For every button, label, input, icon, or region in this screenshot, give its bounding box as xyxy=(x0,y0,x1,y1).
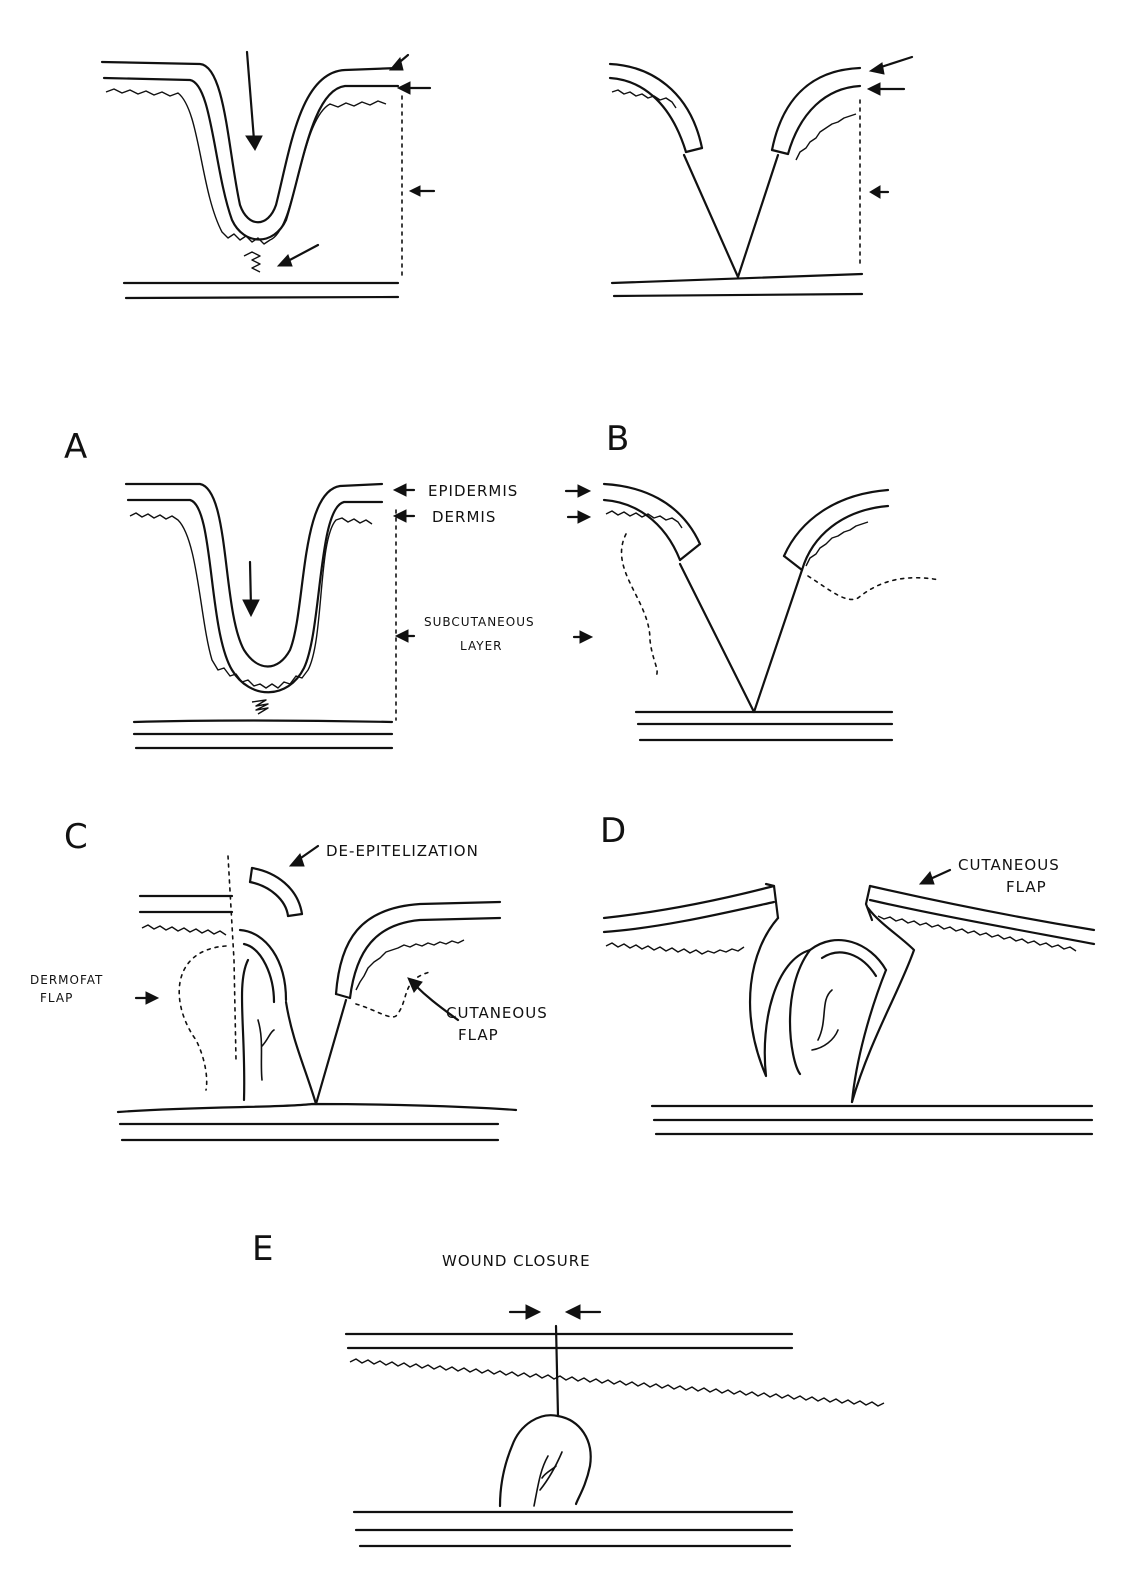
subcutaneous-label-line1: SUBCUTANEOUS xyxy=(424,615,535,629)
panel-label-b: B xyxy=(606,419,630,459)
epidermis-label: EPIDERMIS xyxy=(428,482,518,500)
subcutaneous-label-line2: LAYER xyxy=(460,639,503,653)
panel-a-sketch xyxy=(126,484,396,748)
panel-label-a: A xyxy=(64,427,88,467)
dermofat-label-line1: DERMOFAT xyxy=(30,973,103,987)
panel-c-sketch xyxy=(118,846,516,1140)
dermis-label: DERMIS xyxy=(432,508,496,526)
wound-closure-label: WOUND CLOSURE xyxy=(442,1252,591,1270)
cutaneous-flap-d-label-line1: CUTANEOUS xyxy=(958,856,1060,874)
dermofat-label-line2: FLAP xyxy=(40,991,73,1005)
cutaneous-flap-c-label-line2: FLAP xyxy=(458,1026,499,1044)
top-left-sketch xyxy=(102,52,434,298)
panel-label-c: C xyxy=(64,817,89,857)
cutaneous-flap-c-label-line1: CUTANEOUS xyxy=(446,1004,548,1022)
cutaneous-flap-d-label-line2: FLAP xyxy=(1006,878,1047,896)
de-epitelization-label: DE-EPITELIZATION xyxy=(326,842,479,860)
panel-e-sketch xyxy=(346,1305,884,1546)
subcutaneous-label-group: SUBCUTANEOUS LAYER xyxy=(396,615,592,653)
panel-label-d: D xyxy=(600,811,627,851)
epidermis-label-group: EPIDERMIS xyxy=(394,482,590,500)
dermis-label-group: DERMIS xyxy=(394,508,590,526)
panel-d-sketch xyxy=(604,870,1094,1134)
panel-label-e: E xyxy=(252,1229,274,1269)
top-right-sketch xyxy=(610,57,912,296)
panel-b-sketch xyxy=(604,484,940,740)
